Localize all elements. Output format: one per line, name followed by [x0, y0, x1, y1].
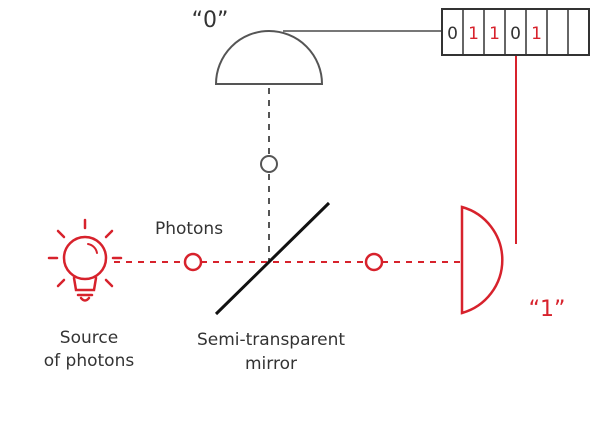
register-bit: 1	[489, 24, 500, 44]
register-bit: 1	[531, 24, 542, 44]
detector-1	[460, 205, 504, 315]
detector-0	[214, 30, 324, 85]
photon-incoming	[183, 252, 203, 272]
register-bit: 0	[447, 24, 458, 44]
detector-1-label: “1”	[529, 297, 566, 322]
light-bulb-icon	[47, 218, 123, 302]
mirror-label-line2: mirror	[245, 354, 297, 374]
source-label-line2: of photons	[44, 351, 135, 371]
photon-reflected	[260, 155, 278, 173]
photons-label: Photons	[155, 219, 223, 239]
source-label-line1: Source	[60, 328, 118, 348]
register-frame	[441, 8, 590, 56]
photon-transmitted	[364, 252, 384, 272]
mirror-label-line1: Semi-transparent	[197, 330, 345, 350]
register-bit: 0	[510, 24, 521, 44]
register-bit: 1	[468, 24, 479, 44]
detector-0-label: “0”	[192, 8, 229, 33]
semi-transparent-mirror	[214, 201, 331, 316]
